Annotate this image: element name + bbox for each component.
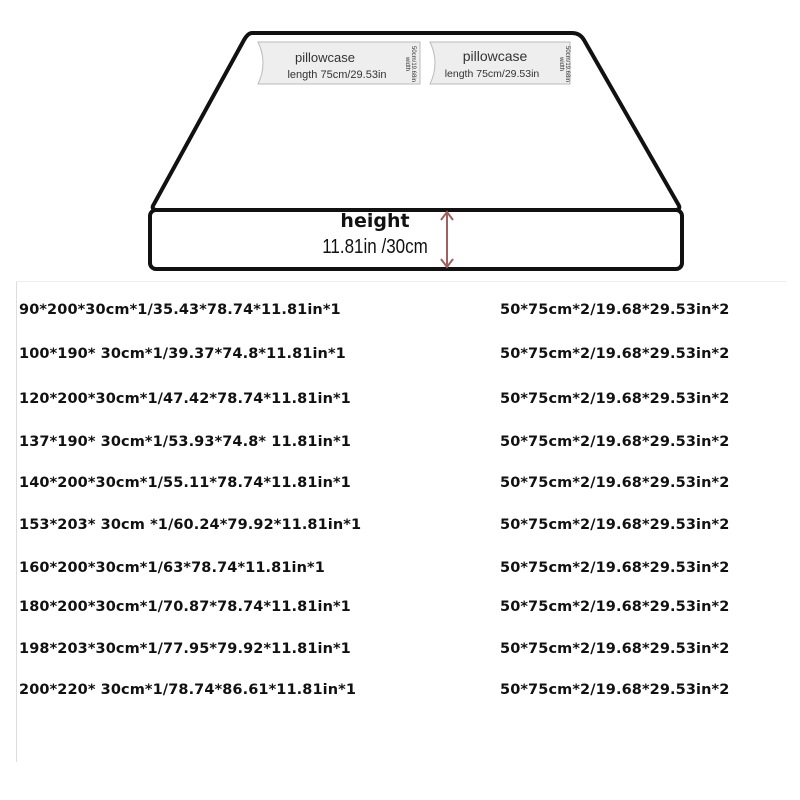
sheet-size: 160*200*30cm*1/63*78.74*11.81in*1 [19, 560, 325, 576]
pillowcase-size: 50*75cm*2/19.68*29.53in*2 [500, 682, 730, 698]
pillowcase-size: 50*75cm*2/19.68*29.53in*2 [500, 391, 730, 407]
pillow-right [429, 41, 571, 85]
sheet-size: 100*190* 30cm*1/39.37*74.8*11.81in*1 [19, 346, 346, 362]
pillowcase-size: 50*75cm*2/19.68*29.53in*2 [500, 346, 730, 362]
pillowcase-label-2: pillowcase [462, 48, 528, 64]
pillowcase-size: 50*75cm*2/19.68*29.53in*2 [500, 434, 730, 450]
pillowcase-size: 50*75cm*2/19.68*29.53in*2 [500, 475, 730, 491]
pillowcase-size: 50*75cm*2/19.68*29.53in*2 [500, 517, 730, 533]
pillowcase-width-2: 50cm/19.68in width [558, 45, 570, 83]
sheet-size: 198*203*30cm*1/77.95*79.92*11.81in*1 [19, 641, 351, 657]
pillowcase-width-1: 50cm/19.68in width [404, 45, 416, 83]
pillow-left [257, 41, 421, 85]
height-arrow-icon [440, 210, 454, 269]
mattress-side [148, 208, 684, 271]
sheet-size: 120*200*30cm*1/47.42*78.74*11.81in*1 [19, 391, 351, 407]
pillowcase-label-1: pillowcase [295, 50, 355, 65]
sheet-size: 140*200*30cm*1/55.11*78.74*11.81in*1 [19, 475, 351, 491]
pillowcase-size: 50*75cm*2/19.68*29.53in*2 [500, 599, 730, 615]
pillowcase-size: 50*75cm*2/19.68*29.53in*2 [500, 641, 730, 657]
sheet-size: 200*220* 30cm*1/78.74*86.61*11.81in*1 [19, 682, 357, 698]
sheet-size: 137*190* 30cm*1/53.93*74.8* 11.81in*1 [19, 434, 351, 450]
height-label: height [340, 210, 410, 232]
pillowcase-length-2: length 75cm/29.53in [444, 68, 540, 80]
sheet-size: 153*203* 30cm *1/60.24*79.92*11.81in*1 [19, 517, 362, 533]
pillowcase-length-1: length 75cm/29.53in [287, 69, 387, 81]
divider-horizontal [16, 281, 786, 282]
divider-vertical [16, 282, 17, 762]
mattress-drawing [148, 31, 684, 271]
height-value: 11.81in /30cm [322, 236, 428, 258]
sheet-size: 90*200*30cm*1/35.43*78.74*11.81in*1 [19, 302, 341, 318]
pillowcase-size: 50*75cm*2/19.68*29.53in*2 [500, 302, 730, 318]
sheet-size: 180*200*30cm*1/70.87*78.74*11.81in*1 [19, 599, 351, 615]
pillowcase-size: 50*75cm*2/19.68*29.53in*2 [500, 560, 730, 576]
